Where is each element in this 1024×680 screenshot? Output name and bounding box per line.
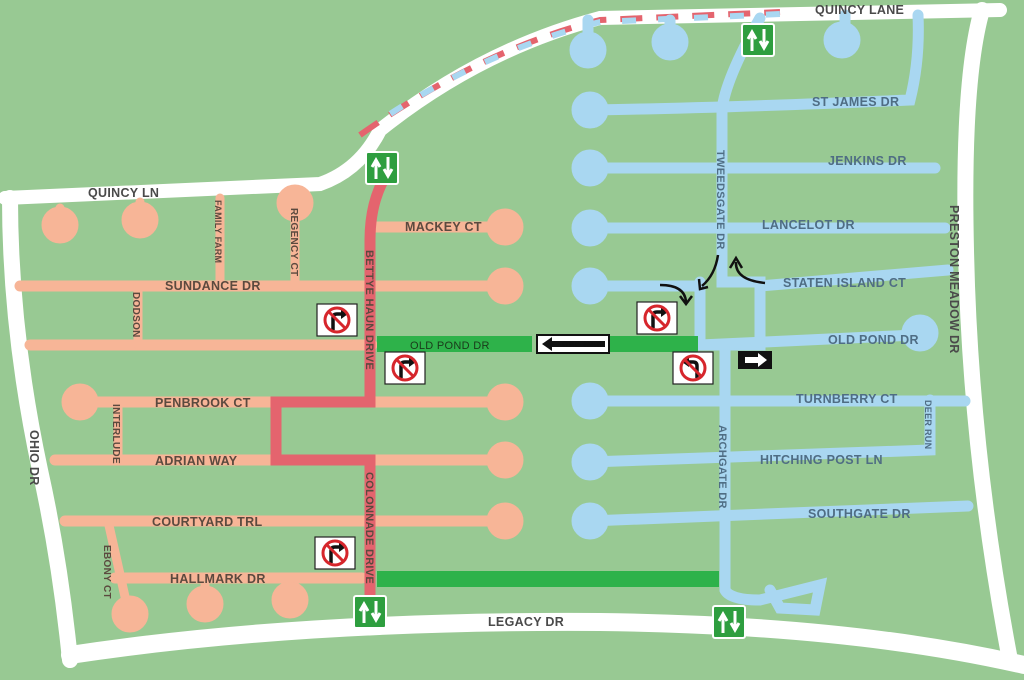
no-right-turn-icon	[313, 535, 357, 571]
no-right-turn-icon	[635, 300, 679, 336]
label-colonnade-drive: COLONNADE DRIVE	[363, 472, 375, 584]
label-tweedsgate-dr: TWEEDSGATE DR	[714, 150, 726, 250]
label-hitching-post-ln: HITCHING POST LN	[760, 453, 883, 467]
label-lancelot-dr: LANCELOT DR	[762, 218, 855, 232]
label-dodson: DODSON	[130, 292, 141, 338]
label-mackey-ct: MACKEY CT	[405, 220, 482, 234]
turn-direction-arrows-icon	[659, 254, 766, 307]
two-way-arrows-icon	[364, 150, 400, 186]
label-old-pond-dr-west: OLD POND DR	[410, 340, 490, 352]
two-way-arrows-icon	[740, 22, 776, 58]
label-southgate-dr: SOUTHGATE DR	[808, 507, 911, 521]
label-hallmark-dr: HALLMARK DR	[170, 572, 266, 586]
label-staten-island-ct: STATEN ISLAND CT	[783, 276, 906, 290]
label-st-james-dr: ST JAMES DR	[812, 95, 899, 109]
label-penbrook-ct: PENBROOK CT	[155, 396, 251, 410]
label-old-pond-dr-east: OLD POND DR	[828, 333, 919, 347]
one-way-label: ONE WAY	[562, 340, 602, 349]
closure-segments	[377, 336, 719, 587]
label-courtyard-trl: COURTYARD TRL	[152, 515, 262, 529]
label-adrian-way: ADRIAN WAY	[155, 454, 238, 468]
label-bettye-haun-drive: BETTYE HAUN DRIVE	[363, 250, 375, 370]
no-right-turn-icon	[315, 302, 359, 338]
street-labels: QUINCY LANE QUINCY LN LEGACY DR OHIO DR …	[27, 3, 961, 629]
two-way-arrows-icon	[352, 594, 388, 630]
label-preston-meadow-dr: PRESTON MEADOW DR	[947, 205, 961, 354]
one-way-right-arrow-icon	[738, 351, 772, 369]
label-ohio-dr: OHIO DR	[27, 430, 41, 486]
label-ebony-ct: EBONY CT	[101, 545, 112, 599]
label-deer-run: DEER RUN	[923, 400, 933, 449]
label-sundance-dr: SUNDANCE DR	[165, 279, 261, 293]
label-legacy-dr: LEGACY DR	[488, 615, 564, 629]
label-archgate-dr: ARCHGATE DR	[716, 425, 728, 509]
legacy-road	[61, 612, 1024, 674]
label-interlude: INTERLUDE	[110, 404, 121, 464]
one-way-sign: ONE WAY	[536, 334, 610, 354]
label-quincy-lane: QUINCY LANE	[815, 3, 904, 17]
label-jenkins-dr: JENKINS DR	[828, 154, 907, 168]
ohio-road	[2, 190, 78, 668]
no-right-turn-icon	[383, 350, 427, 386]
label-regency-ct: REGENCY CT	[288, 208, 299, 276]
two-way-arrows-icon	[711, 604, 747, 640]
preston-road	[957, 2, 1018, 668]
no-left-turn-icon	[671, 350, 715, 386]
label-quincy-ln: QUINCY LN	[88, 186, 159, 200]
west-streets	[14, 184, 524, 633]
label-turnberry-ct: TURNBERRY CT	[796, 392, 898, 406]
label-family-farm: FAMILY FARM	[213, 200, 223, 263]
